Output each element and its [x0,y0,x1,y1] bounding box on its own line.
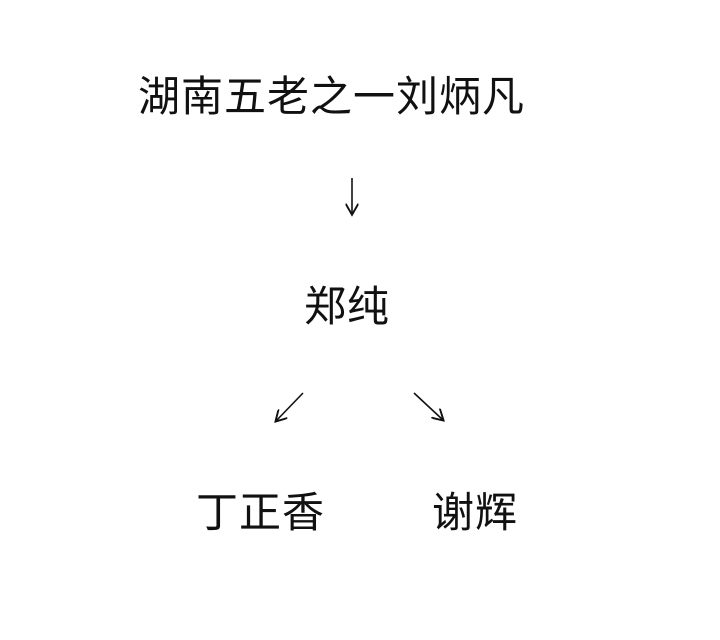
arrow-middle-to-right-child [413,392,443,420]
root-node-label: 湖南五老之一刘炳凡 [138,72,526,121]
middle-node-label: 郑纯 [304,282,391,331]
arrow-middle-to-left-child [276,392,304,421]
right-child-node-label: 谢辉 [432,488,519,537]
left-child-node-label: 丁正香 [196,488,326,537]
